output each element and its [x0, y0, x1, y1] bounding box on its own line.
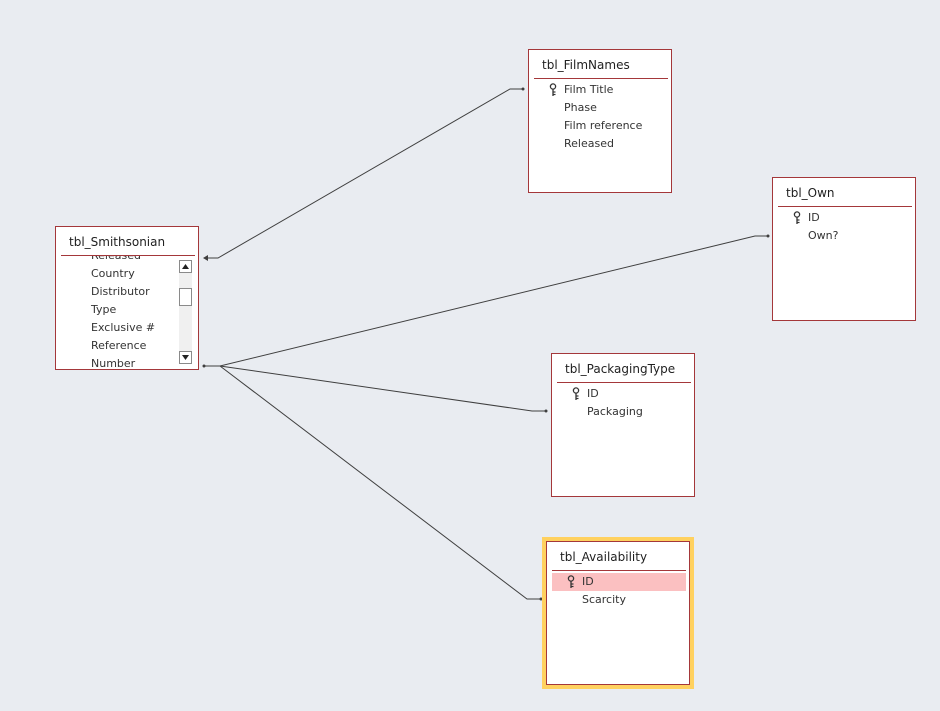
- table-header-divider: [61, 255, 195, 256]
- table-title[interactable]: tbl_FilmNames: [542, 58, 630, 72]
- field-label: ID: [587, 387, 599, 400]
- key-icon: [793, 211, 801, 224]
- field-distributor[interactable]: Distributor: [91, 285, 150, 298]
- field-reference[interactable]: Reference: [91, 339, 147, 352]
- scroll-down-arrow-icon[interactable]: [179, 351, 192, 364]
- table-own[interactable]: tbl_Own ID Own?: [772, 177, 916, 321]
- field-list[interactable]: ID Own?: [778, 209, 912, 245]
- field-list[interactable]: Film Title Phase Film reference Released: [534, 81, 668, 153]
- table-title[interactable]: tbl_Availability: [560, 550, 648, 564]
- relationship-line-packaging: [219, 365, 546, 412]
- table-title[interactable]: tbl_PackagingType: [565, 362, 676, 376]
- relationship-line-filmnames: [204, 88, 523, 259]
- field-country[interactable]: Country: [91, 267, 135, 280]
- table-header-divider: [557, 382, 691, 383]
- field-list[interactable]: Released Country Distributor Type Exclus…: [61, 256, 176, 368]
- field-released[interactable]: Released: [564, 137, 614, 150]
- field-id[interactable]: ID: [557, 385, 691, 403]
- field-scarcity[interactable]: Scarcity: [582, 593, 626, 606]
- key-icon: [572, 387, 580, 400]
- table-title[interactable]: tbl_Own: [786, 186, 835, 200]
- key-icon: [549, 83, 557, 96]
- relationship-line-own: [204, 235, 768, 367]
- field-film-title[interactable]: Film Title: [534, 81, 668, 99]
- key-icon: [567, 575, 575, 588]
- field-label: ID: [808, 211, 820, 224]
- field-type[interactable]: Type: [91, 303, 117, 316]
- field-list[interactable]: ID Scarcity: [552, 573, 686, 609]
- field-exclusive[interactable]: Exclusive #: [91, 321, 156, 334]
- field-list[interactable]: ID Packaging: [557, 385, 691, 421]
- vertical-scrollbar[interactable]: [179, 260, 192, 364]
- table-smithsonian[interactable]: tbl_Smithsonian Released Country Distrib…: [55, 226, 199, 370]
- field-own[interactable]: Own?: [808, 229, 839, 242]
- table-header-divider: [552, 570, 686, 571]
- scroll-up-arrow-icon[interactable]: [179, 260, 192, 273]
- field-packaging[interactable]: Packaging: [587, 405, 643, 418]
- table-availability[interactable]: tbl_Availability ID Scarcity: [542, 537, 694, 689]
- field-id[interactable]: ID: [778, 209, 912, 227]
- relationship-line-availability: [219, 365, 541, 600]
- scroll-thumb[interactable]: [179, 288, 192, 306]
- field-number[interactable]: Number: [91, 357, 136, 368]
- field-film-reference[interactable]: Film reference: [564, 119, 643, 132]
- field-phase[interactable]: Phase: [564, 101, 597, 114]
- field-released[interactable]: Released: [61, 256, 176, 265]
- table-title[interactable]: tbl_Smithsonian: [69, 235, 166, 249]
- field-label: ID: [582, 575, 594, 588]
- table-filmnames[interactable]: tbl_FilmNames Film Title Phase Film refe…: [528, 49, 672, 193]
- field-label: Film Title: [564, 83, 614, 96]
- table-header-divider: [778, 206, 912, 207]
- field-id[interactable]: ID: [552, 573, 686, 591]
- table-packagingtype[interactable]: tbl_PackagingType ID Packaging: [551, 353, 695, 497]
- table-header-divider: [534, 78, 668, 79]
